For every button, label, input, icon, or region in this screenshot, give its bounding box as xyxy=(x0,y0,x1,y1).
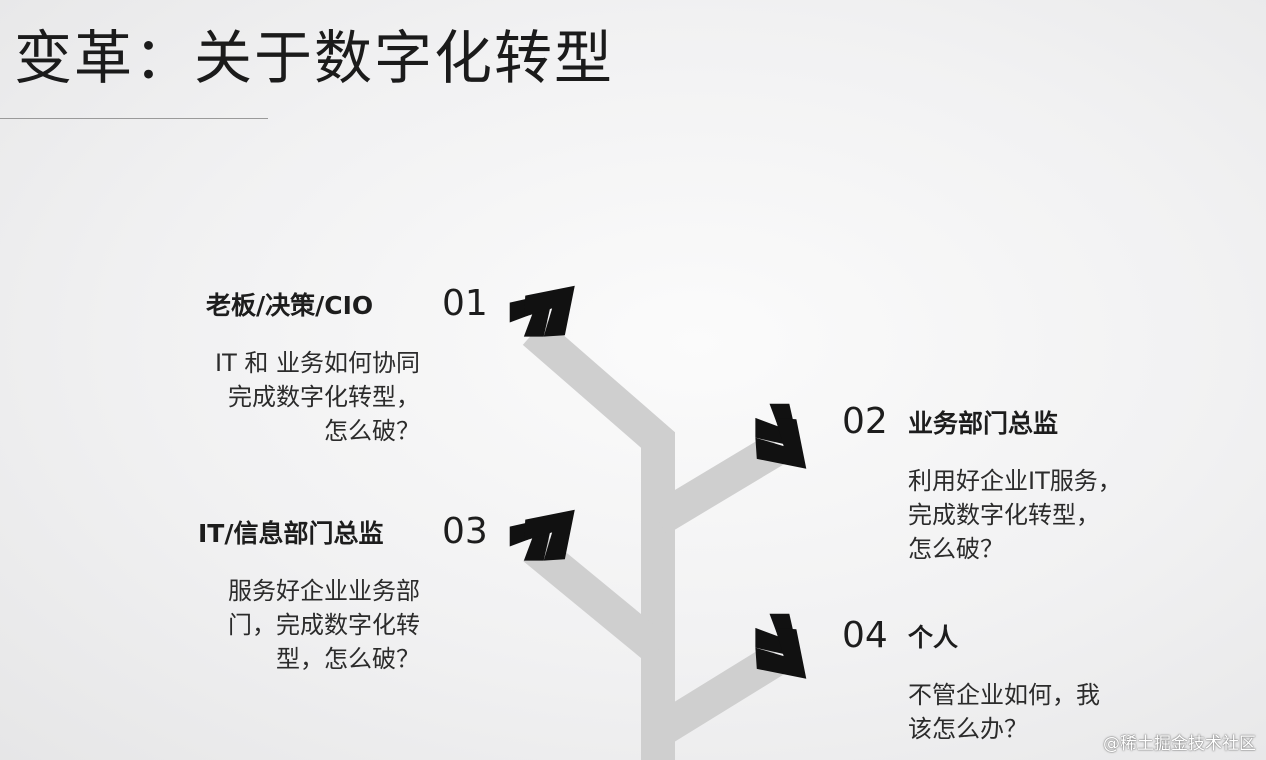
item-03-desc-line: 服务好企业业务部 xyxy=(228,577,420,605)
item-03-role: IT/信息部门总监 xyxy=(198,519,384,548)
branch-02 xyxy=(649,433,787,535)
item-02-desc-line: 利用好企业IT服务， xyxy=(908,467,1122,495)
item-01-desc-line: 怎么破？ xyxy=(324,417,420,445)
item-02-desc: 利用好企业IT服务， 完成数字化转型， 怎么破？ xyxy=(908,464,1122,566)
branch-01 xyxy=(522,319,675,760)
item-02-number: 02 xyxy=(842,401,888,442)
arrow-icon-01 xyxy=(509,285,575,337)
slide-title: 变革：关于数字化转型 xyxy=(14,24,615,92)
tree-branches xyxy=(522,319,787,760)
item-03-number: 03 xyxy=(442,511,488,552)
item-04-number: 04 xyxy=(842,615,888,656)
item-02-role: 业务部门总监 xyxy=(908,409,1059,438)
arrow-icon-04 xyxy=(755,613,807,679)
item-01-desc: IT 和 业务如何协同 完成数字化转型， 怎么破？ xyxy=(215,346,420,448)
item-03-desc: 服务好企业业务部 门，完成数字化转 型，怎么破？ xyxy=(228,574,420,676)
title-divider xyxy=(0,118,268,119)
arrow-icon-02 xyxy=(755,403,807,469)
item-01-role: 老板/决策/CIO xyxy=(206,291,374,320)
watermark: @稀土掘金技术社区 xyxy=(1103,734,1256,754)
item-02-desc-line: 完成数字化转型， xyxy=(908,501,1100,529)
arrow-icon-03 xyxy=(509,509,575,561)
item-04-desc-line: 不管企业如何，我 xyxy=(908,681,1100,709)
item-04-desc: 不管企业如何，我 该怎么办？ xyxy=(908,678,1100,746)
item-03-desc-line: 型，怎么破？ xyxy=(276,645,420,673)
item-01-desc-line: IT 和 业务如何协同 xyxy=(215,349,420,377)
branch-03 xyxy=(523,534,669,664)
item-01-desc-line: 完成数字化转型， xyxy=(228,383,420,411)
item-04-role: 个人 xyxy=(908,623,959,652)
item-03-desc-line: 门，完成数字化转 xyxy=(228,611,420,639)
item-01-number: 01 xyxy=(442,283,488,324)
branch-04 xyxy=(649,643,787,747)
item-02-desc-line: 怎么破？ xyxy=(908,535,1004,563)
item-04-desc-line: 该怎么办？ xyxy=(908,715,1028,743)
